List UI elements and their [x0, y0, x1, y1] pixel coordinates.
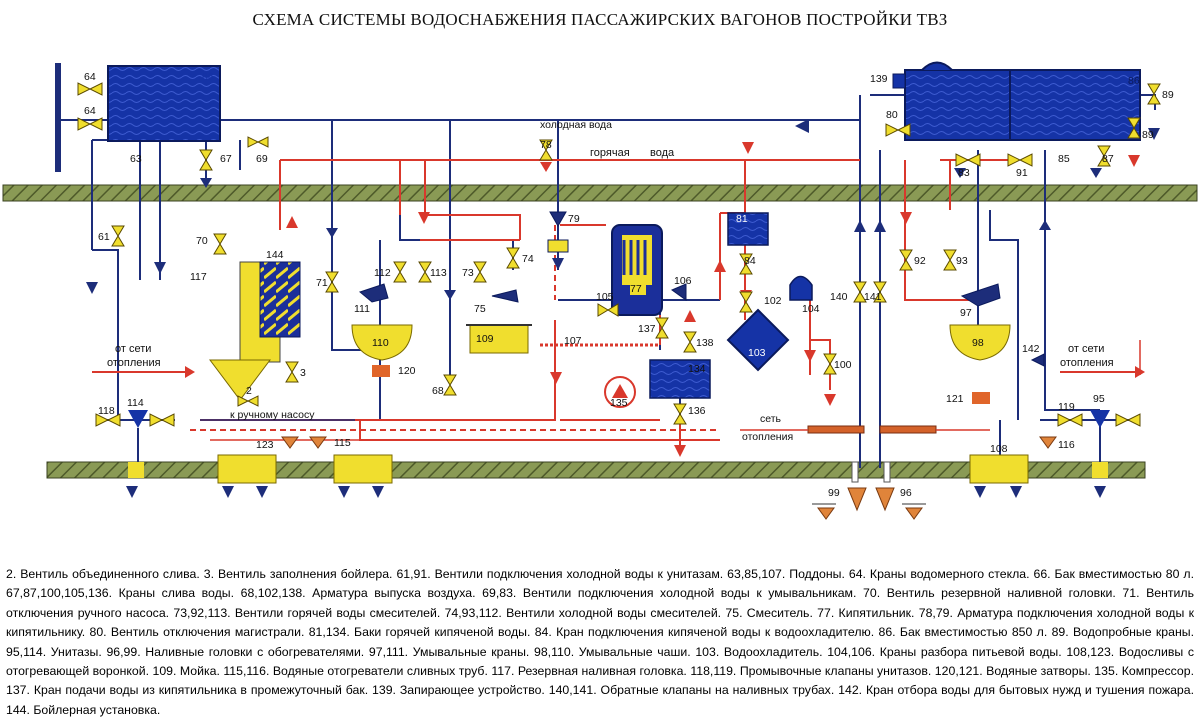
- drain-box-115: [128, 454, 1108, 484]
- legend-item: 140,141. Обратные клапаны на наливных тр…: [548, 683, 839, 698]
- legend: 2. Вентиль объединенного слива. 3. Венти…: [6, 565, 1194, 720]
- water-supply-diagram: [2, 61, 1198, 520]
- faucets: [358, 211, 1045, 367]
- legend-item: 71. Вентиль отключения ручного насоса.: [6, 586, 1194, 620]
- water-cooler-103: [726, 308, 790, 372]
- compressor-135: [604, 376, 636, 408]
- funnels: [281, 436, 1057, 520]
- legend-item: 117. Резервная наливная головка.: [491, 664, 691, 679]
- legend-item: 137. Кран подачи воды из кипятильника в …: [6, 683, 373, 698]
- legend-item: 86. Бак вместимостью 850 л.: [878, 625, 1052, 640]
- boiler-installation-144: [209, 261, 301, 401]
- diagram-title: СХЕМА СИСТЕМЫ ВОДОСНАБЖЕНИЯ ПАССАЖИРСКИХ…: [252, 10, 948, 29]
- legend-item: 109. Мойка.: [152, 664, 224, 679]
- legend-item: 3. Вентиль заполнения бойлера.: [203, 567, 397, 581]
- legend-item: 61,91. Вентили подключения холодной воды…: [396, 567, 728, 581]
- toilet-95: [1090, 410, 1110, 428]
- legend-item: 63,85,107. Поддоны.: [727, 567, 849, 581]
- tank-86: [904, 61, 1141, 141]
- tank-66: [107, 65, 221, 142]
- legend-item: 95,114. Унитазы.: [6, 644, 107, 659]
- legend-item: 97,111. Умывальные краны.: [368, 644, 534, 659]
- legend-item: 144. Бойлерная установка.: [6, 702, 161, 717]
- legend-item: 120,121. Водяные затворы.: [934, 664, 1095, 679]
- legend-item: 142. Кран отбора воды для бытовых нужд и…: [838, 683, 1195, 698]
- upper-floor: [2, 184, 1198, 202]
- valves: [77, 82, 1161, 427]
- legend-item: 115,116. Водяные отогреватели сливных тр…: [223, 664, 492, 679]
- legend-item: 89. Водопробные краны.: [1051, 625, 1195, 640]
- legend-item: 66. Бак вместимостью 80 л.: [1033, 567, 1195, 581]
- heating-inlet-right: [1060, 340, 1145, 378]
- legend-item: 69,83. Вентили подключения холодной воды…: [482, 586, 864, 601]
- tank-81: [727, 212, 769, 246]
- legend-item: 103. Водоохладитель.: [695, 644, 828, 659]
- lower-floor: [46, 461, 1146, 479]
- legend-item: 77. Кипятильник.: [817, 605, 919, 620]
- heating-inlet-left: [92, 366, 195, 378]
- legend-item: 84. Кран подключения кипяченой воды к во…: [534, 625, 879, 640]
- legend-item: 139. Запирающее устройство.: [372, 683, 549, 698]
- washbasin-110: [351, 324, 413, 377]
- legend-item: 75. Смеситель.: [725, 605, 818, 620]
- legend-item: 80. Вентиль отключения магистрали.: [89, 625, 309, 640]
- heating-network: [540, 343, 990, 434]
- legend-item: 118,119. Промывочные клапаны унитазов.: [690, 664, 935, 679]
- drinking-tap-104: [789, 275, 813, 301]
- washbasin-98: [949, 324, 1011, 404]
- legend-item: 108,123. Водосливы с отогревающей воронк…: [6, 644, 1195, 679]
- legend-item: 74,93,112. Вентили холодной воды смесите…: [444, 605, 726, 620]
- legend-item: 104,106. Краны разбора питьевой воды.: [827, 644, 1067, 659]
- lock-device-139: [892, 73, 906, 89]
- legend-item: 81,134. Баки горячей кипяченой воды.: [308, 625, 535, 640]
- toilet-114: [128, 410, 148, 462]
- boiler-77: [611, 224, 663, 316]
- legend-item: 68,102,138. Арматура выпуска воздуха.: [240, 586, 483, 601]
- legend-item: 64. Краны водомерного стекла.: [848, 567, 1034, 581]
- legend-item: 2. Вентиль объединенного слива.: [6, 567, 204, 581]
- legend-item: 67,87,100,105,136. Краны слива воды.: [6, 586, 241, 601]
- flow-arrows: [86, 119, 1160, 498]
- legend-item: 98,110. Умывальные чаши.: [534, 644, 696, 659]
- legend-item: 78,79. Арматура подключения холодной вод…: [6, 605, 1194, 640]
- legend-item: 135. Компрессор.: [1094, 664, 1195, 679]
- legend-item: 96,99. Наливные головки с обогревателями…: [106, 644, 369, 659]
- sink-109: [466, 324, 532, 354]
- tank-134: [649, 359, 711, 399]
- legend-item: 73,92,113. Вентили горячей воды смесител…: [173, 605, 445, 620]
- hot-water-pipes: [190, 159, 1010, 445]
- legend-item: 70. Вентиль резервной наливной головки.: [863, 586, 1123, 601]
